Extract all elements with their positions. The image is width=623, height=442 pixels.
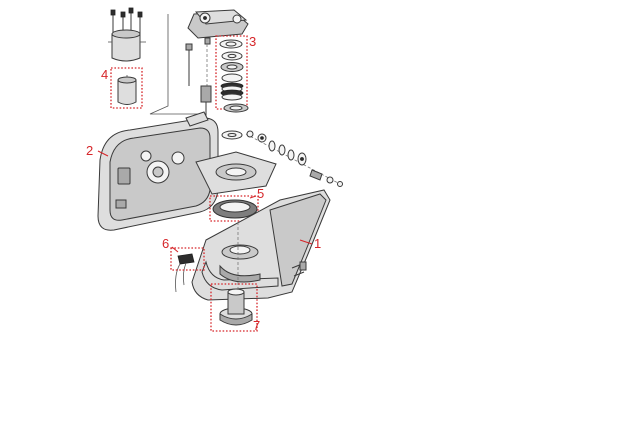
part-7-pivot-post <box>210 222 258 332</box>
part-3-washer-stack <box>215 35 248 110</box>
callout-7: 7 <box>253 318 261 333</box>
part-1-mirror-housing <box>191 189 331 301</box>
motor-with-screws <box>108 7 146 62</box>
guide-line-motor <box>149 14 198 115</box>
callout-4: 4 <box>101 67 109 82</box>
pins-center <box>185 37 212 135</box>
part-6-connector <box>170 247 205 293</box>
leader-2 <box>97 150 109 157</box>
callout-2: 2 <box>86 143 94 158</box>
leader-1 <box>299 239 313 245</box>
callout-1: 1 <box>314 236 322 251</box>
seal-ring-upper <box>221 103 249 140</box>
callout-6: 6 <box>162 236 170 251</box>
hardware-row-right <box>245 130 343 187</box>
callout-5: 5 <box>257 186 265 201</box>
gear-housing-top <box>187 9 249 39</box>
part-5-gasket <box>209 195 259 222</box>
callout-3: 3 <box>249 34 257 49</box>
part-4-motor <box>110 67 143 109</box>
part-2-mirror-backing-plate <box>97 111 277 231</box>
leader-6 <box>171 246 179 253</box>
leader-5 <box>249 195 257 199</box>
